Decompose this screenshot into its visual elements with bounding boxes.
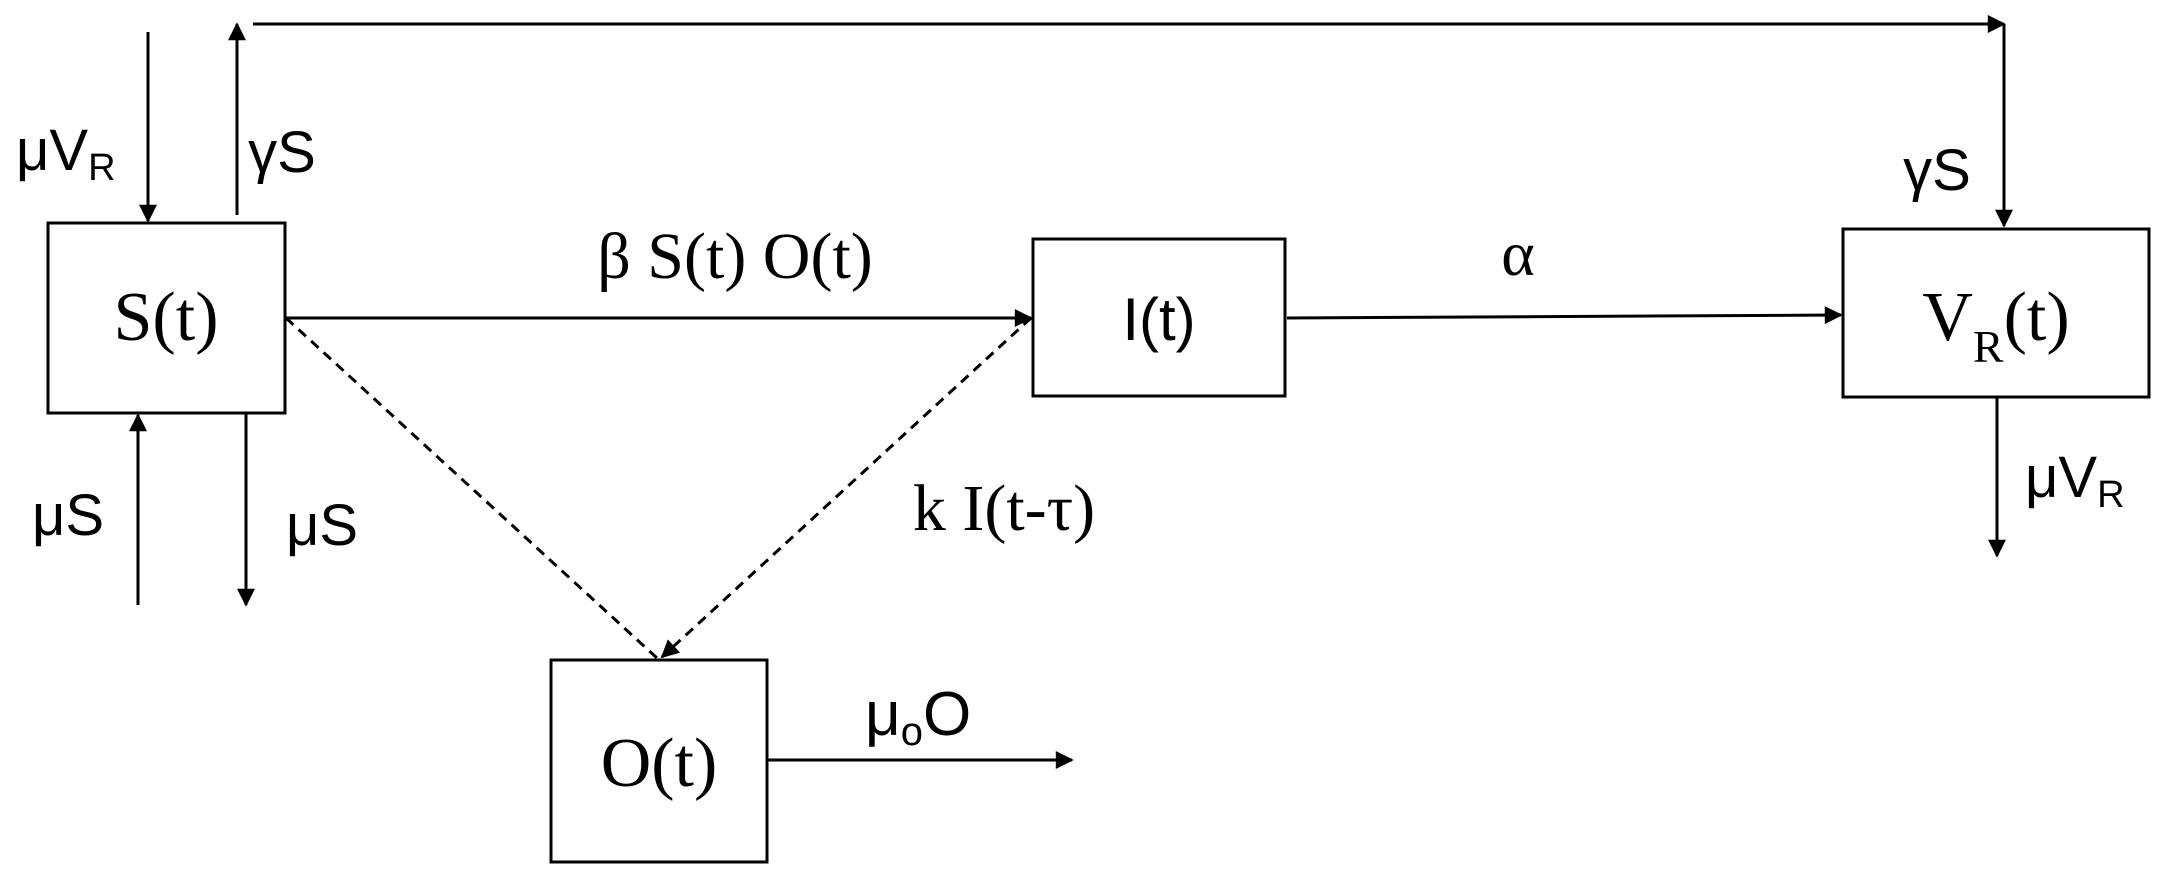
waning-inflow-sub: R xyxy=(88,147,115,189)
death-v-outflow-label: μVR xyxy=(2025,445,2125,516)
infection-rate-label: β S(t) O(t) xyxy=(597,220,873,293)
pathogen-decay-sub: o xyxy=(901,710,923,754)
recovery-arrow xyxy=(1286,306,1843,325)
death-v-outflow-main: μV xyxy=(2025,445,2097,510)
recovery-rate-label: α xyxy=(1501,218,1535,289)
pathogen-decay-tail: O xyxy=(923,680,971,749)
node-infected-label: I(t) xyxy=(1122,286,1195,353)
vaccination-in-label: γS xyxy=(1903,138,1971,203)
waning-inflow-label: μVR xyxy=(16,118,116,189)
node-recovered: VR(t) xyxy=(1841,227,2151,399)
node-recovered-main: V xyxy=(1922,279,1973,356)
birth-inflow-label: μS xyxy=(32,483,104,548)
shedding-dashed-arrow xyxy=(660,316,1033,659)
shedding-rate-label: k I(t-τ) xyxy=(913,472,1095,545)
node-infected: I(t) xyxy=(1031,237,1287,398)
pathogen-decay-label: μoO xyxy=(865,680,971,754)
node-recovered-tail: (t) xyxy=(2004,279,2070,356)
node-susceptible-label: S(t) xyxy=(114,279,219,356)
node-susceptible: S(t) xyxy=(46,221,287,415)
death-s-outflow-label: μS xyxy=(286,493,358,558)
node-pathogen: O(t) xyxy=(549,658,769,864)
node-recovered-label: VR(t) xyxy=(1922,279,2069,372)
vaccination-out-label: γS xyxy=(248,120,316,185)
node-pathogen-label: O(t) xyxy=(601,725,718,802)
node-recovered-sub: R xyxy=(1973,321,2004,372)
vaccination-bypass-arrow xyxy=(228,15,2013,228)
death-v-outflow-sub: R xyxy=(2097,474,2124,516)
pathogen-decay-main: μ xyxy=(865,680,901,749)
contact-dashed-line xyxy=(284,316,659,660)
waning-inflow-main: μV xyxy=(16,118,88,183)
